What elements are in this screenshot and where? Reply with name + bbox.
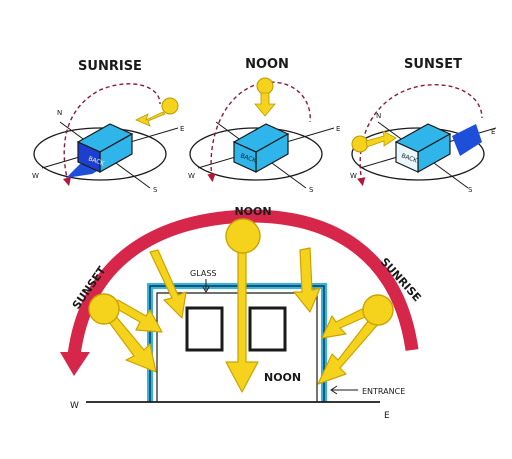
east-label: E: [384, 411, 390, 421]
ray-sunrise-lower: [317, 315, 381, 385]
sun-path-arc: [67, 209, 419, 356]
sun-ray-arrow: [135, 111, 166, 127]
west-label: W: [70, 401, 79, 411]
ground-ellipse: [351, 127, 485, 181]
sun-rays: [105, 247, 381, 393]
sun-icon: [256, 77, 274, 95]
compass-s: S: [309, 186, 314, 194]
building-box: BACK: [76, 123, 134, 174]
shadow: [452, 124, 482, 156]
panel-title: NOON: [245, 57, 289, 72]
noon-label: NOON: [234, 205, 271, 218]
building-box: BACK: [232, 123, 290, 174]
compass-e: E: [491, 128, 495, 136]
panel-title: SUNRISE: [78, 59, 142, 74]
ray-sunset-lower: [105, 313, 157, 373]
glass-label: GLASS: [190, 269, 216, 278]
compass-s: S: [153, 186, 158, 194]
window-left: [185, 306, 224, 352]
elevation-diagram: NOON NOON SUNSET SUNRISE GLASS ENTRANCE …: [60, 205, 424, 421]
compass-w: W: [350, 172, 357, 180]
ray-sunset-upper: [111, 299, 163, 333]
compass-n: N: [57, 109, 62, 117]
compass-w: W: [32, 172, 39, 180]
entrance-pointer: [330, 385, 358, 395]
building-box: BACK: [394, 123, 452, 174]
sun-sunset-icon: [88, 293, 120, 325]
sun-ray-arrow: [254, 92, 276, 117]
sun-sunrise-icon: [362, 294, 394, 326]
sun-path-dashed: [62, 83, 161, 187]
compass-w: W: [188, 172, 195, 180]
sun-icon: [161, 97, 179, 115]
panel-sunrise: SUNRISE BACK N E S W: [32, 59, 184, 194]
sun-noon-icon: [225, 218, 261, 254]
ground-ellipse: [33, 127, 167, 181]
panel-title: SUNSET: [404, 57, 462, 72]
ray-noon: [225, 249, 259, 393]
ground-ellipse: [189, 127, 323, 181]
compass-e: E: [180, 125, 184, 133]
panel-sunset: SUNSET BACK N E S W: [350, 57, 497, 194]
sun-icon: [351, 135, 369, 153]
compass-s: S: [468, 186, 473, 194]
noon-ray-label: NOON: [264, 371, 301, 384]
sun-path-dashed: [357, 84, 483, 187]
window-right: [248, 306, 287, 352]
entrance-label: ENTRANCE: [362, 387, 405, 396]
ray-noon-left: [149, 249, 187, 319]
compass-n: N: [376, 112, 381, 120]
panel-noon: NOON BACK E S W: [188, 57, 340, 194]
compass-e: E: [336, 125, 340, 133]
ray-noon-right: [293, 247, 321, 313]
sun-path-arrowhead: [60, 352, 90, 376]
sun-ray-arrow: [365, 130, 397, 148]
